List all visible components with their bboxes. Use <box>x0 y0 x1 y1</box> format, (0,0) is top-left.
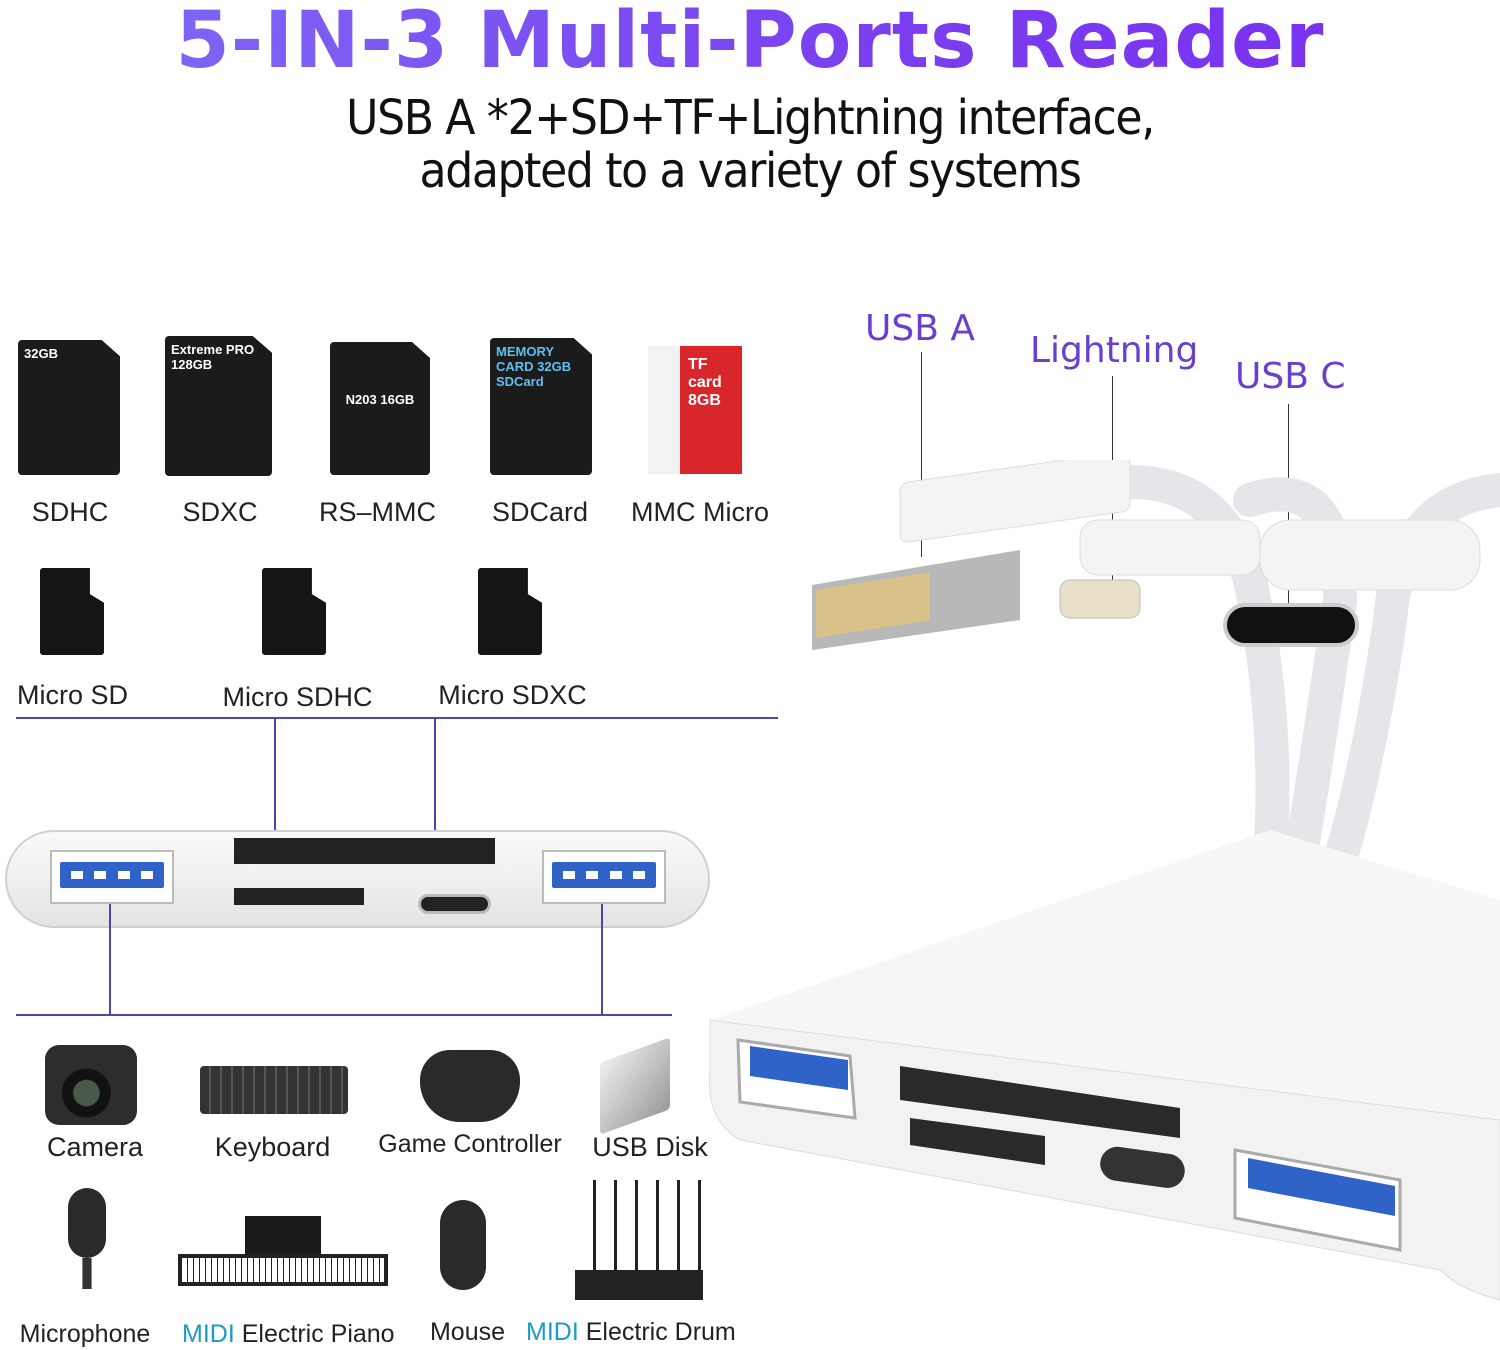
usb-c-port <box>418 894 491 914</box>
device-label: Electric Piano <box>241 1320 395 1348</box>
label-sdcard: SDCard <box>491 497 589 527</box>
page-title: 5-IN-3 Multi-Ports Reader <box>0 0 1500 86</box>
label-rsmmc: RS–MMC <box>318 497 436 527</box>
divider-line <box>16 1014 672 1016</box>
usb-a-port-left <box>50 850 174 904</box>
sdxc-card-image: Extreme PRO 128GB <box>165 336 272 476</box>
label-lightning: Lightning <box>1030 330 1199 371</box>
label-sdxc: SDXC <box>182 497 258 527</box>
sd-slot <box>234 838 495 864</box>
connector-line <box>601 904 603 1016</box>
device-label: Electric Drum <box>585 1318 736 1346</box>
label-micro-sd: Micro SD <box>16 680 128 710</box>
divider-line <box>16 717 778 719</box>
usb-a-port-right <box>542 850 666 904</box>
label-camera: Camera <box>46 1132 144 1162</box>
sdhc-card-image: 32GB <box>18 340 120 475</box>
label-sdhc: SDHC <box>31 497 109 527</box>
gamepad-icon <box>420 1050 520 1122</box>
label-usb-disk: USB Disk <box>592 1132 708 1162</box>
label-electric-drum: MIDI Electric Drum <box>526 1318 736 1347</box>
label-usb-a: USB A <box>865 308 975 349</box>
microphone-stand <box>64 1258 110 1302</box>
micro-sdxc-card-image <box>478 568 542 655</box>
piano-stand <box>245 1216 321 1256</box>
midi-tag: MIDI <box>182 1320 235 1348</box>
subtitle-line2: adapted to a variety of systems <box>419 143 1082 199</box>
rsmmc-card-image: N203 16GB <box>330 342 430 475</box>
micro-sd-card-image <box>40 568 104 655</box>
mouse-icon <box>440 1200 486 1290</box>
keyboard-icon <box>200 1066 348 1114</box>
pointer-line <box>921 352 922 557</box>
label-game-controller: Game Controller <box>378 1130 562 1158</box>
microphone-icon <box>68 1188 106 1258</box>
label-usb-c: USB C <box>1235 356 1346 397</box>
connector-line <box>109 904 111 1016</box>
hub-product-image <box>708 830 1500 1301</box>
label-micro-sdhc: Micro SDHC <box>222 682 373 712</box>
tf-slot <box>234 888 364 905</box>
piano-icon <box>178 1254 388 1286</box>
label-electric-piano: MIDI Electric Piano <box>182 1320 395 1349</box>
subtitle-line1: USB A *2+SD+TF+Lightning interface, <box>346 90 1155 146</box>
connector-line <box>274 717 276 889</box>
label-micro-sdxc: Micro SDXC <box>438 680 587 710</box>
camera-icon <box>45 1045 137 1125</box>
label-microphone: Microphone <box>19 1320 151 1348</box>
usb-disk-icon <box>600 1037 670 1135</box>
micro-sdhc-card-image <box>262 568 326 655</box>
label-mouse: Mouse <box>429 1318 506 1346</box>
label-keyboard: Keyboard <box>214 1132 331 1162</box>
midi-tag: MIDI <box>526 1318 579 1346</box>
drum-icon <box>575 1180 703 1300</box>
sdcard-card-image: MEMORY CARD 32GB SDCard <box>490 338 592 475</box>
connector-line <box>434 717 436 839</box>
cable-bundle <box>812 460 1500 877</box>
label-mmc-micro: MMC Micro <box>631 497 769 527</box>
mmc-micro-card-image: TF card 8GB <box>648 346 742 474</box>
